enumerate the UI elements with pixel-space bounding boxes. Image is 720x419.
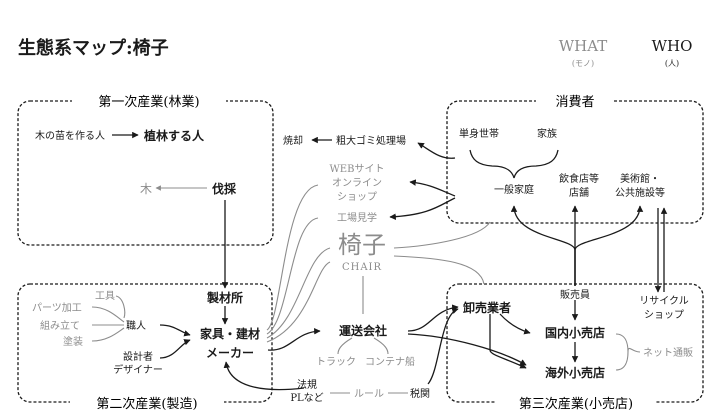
line-parts (91, 306, 125, 323)
group-title-consumers: 消費者 (555, 95, 594, 110)
node-household: 一般家庭 (494, 183, 534, 196)
legend-who-label: WHO (652, 37, 693, 55)
node-container: コンテナ船 (365, 355, 415, 368)
node-bulky-waste: 粗大ゴミ処理場 (336, 134, 406, 147)
legend-what-sub: (モノ) (572, 59, 594, 68)
node-seller: 販売員 (560, 288, 590, 301)
node-incineration: 焼却 (283, 135, 303, 147)
node-web-2: オンライン (332, 177, 382, 189)
node-wholesaler: 卸売業者 (463, 300, 511, 315)
group-title-secondary: 第二次産業(製造) (96, 396, 197, 412)
line-painting (91, 327, 125, 342)
node-planter: 植林する人 (143, 128, 205, 143)
node-maker-2: メーカー (206, 346, 254, 360)
line-maker-to-chair-2 (266, 261, 331, 343)
arrow-transport-to-overseas (407, 333, 527, 366)
arrow-seller-to-household (510, 205, 576, 286)
line-maker-to-web (266, 184, 319, 331)
node-web-3: ショップ (337, 191, 377, 203)
line-chair-to-retail (393, 255, 485, 285)
arrow-seller-to-museum (574, 205, 644, 286)
group-frame-consumers (446, 100, 704, 224)
arrow-consumers-to-web (409, 179, 456, 197)
arrow-craftsman-to-maker (159, 324, 191, 337)
node-transport: 運送会社 (339, 323, 387, 338)
arrow-tariff-to-wholesaler (427, 307, 459, 385)
node-domestic: 国内小売店 (545, 325, 605, 340)
node-overseas: 海外小売店 (545, 365, 605, 380)
node-logger: 伐採 (212, 181, 237, 196)
node-painting: 塗装 (63, 335, 83, 348)
page-title: 生態系マップ:椅子 (18, 37, 169, 59)
node-tariff: 税関 (410, 387, 430, 400)
node-family: 家族 (537, 127, 557, 140)
node-restaurant-2: 店舗 (569, 186, 589, 199)
line-transport-to-container (373, 337, 389, 355)
node-parts: パーツ加工 (32, 302, 82, 314)
arrow-consumers-to-factory (389, 197, 456, 220)
brace-household (469, 149, 559, 179)
line-chair-to-consumers (393, 221, 491, 249)
node-law-2: PLなど (290, 392, 323, 404)
node-rule: ルール (354, 389, 384, 400)
node-museum-2: 公共施設等 (615, 186, 665, 199)
group-title-primary: 第一次産業(林業) (98, 94, 199, 110)
node-tree: 木 (140, 182, 152, 196)
chair-subtitle: CHAIR (342, 262, 382, 273)
node-restaurant-1: 飲食店等 (559, 172, 599, 185)
node-web-1: WEBサイト (330, 163, 385, 175)
arrow-maker-to-transport (267, 327, 321, 351)
node-designer-2: デザイナー (113, 363, 163, 376)
node-tools: 工具 (95, 290, 115, 302)
node-recycle-1: リサイクル (639, 295, 689, 307)
arrow-wholesaler-to-overseas (489, 314, 527, 369)
node-online-sales: ネット通販 (643, 347, 693, 359)
line-maker-to-factory (266, 217, 319, 335)
arrow-transport-to-wholesaler (407, 304, 459, 332)
line-maker-to-chair (266, 247, 331, 339)
group-frame-primary (17, 100, 274, 246)
node-assembly: 組み立て (40, 319, 80, 332)
node-designer-1: 設計者 (123, 350, 153, 363)
line-tools (115, 295, 126, 319)
group-title-tertiary: 第三次産業(小売店) (519, 396, 633, 412)
node-museum-1: 美術館・ (620, 172, 660, 185)
brace-online-sales (615, 333, 641, 371)
arrow-consumers-to-bulky (417, 142, 456, 159)
chair-title: 椅子 (338, 231, 386, 259)
arrow-law-to-maker (223, 361, 305, 391)
node-factory-tour: 工場見学 (337, 211, 377, 224)
legend-who-sub: (人) (665, 59, 679, 68)
node-seedling-maker: 木の苗を作る人 (35, 130, 105, 142)
node-law-1: 法規 (297, 378, 317, 391)
legend-what-label: WHAT (559, 37, 608, 55)
node-sawmill: 製材所 (206, 290, 243, 305)
node-recycle-2: ショップ (644, 309, 684, 321)
node-craftsman: 職人 (126, 320, 146, 332)
node-maker-1: 家具・建材 (200, 326, 260, 341)
node-truck: トラック (316, 356, 356, 368)
arrow-designer-to-maker (159, 339, 191, 359)
line-transport-to-truck (337, 337, 353, 355)
arrow-wholesaler-to-domestic (499, 313, 531, 335)
node-single: 単身世帯 (459, 127, 499, 140)
